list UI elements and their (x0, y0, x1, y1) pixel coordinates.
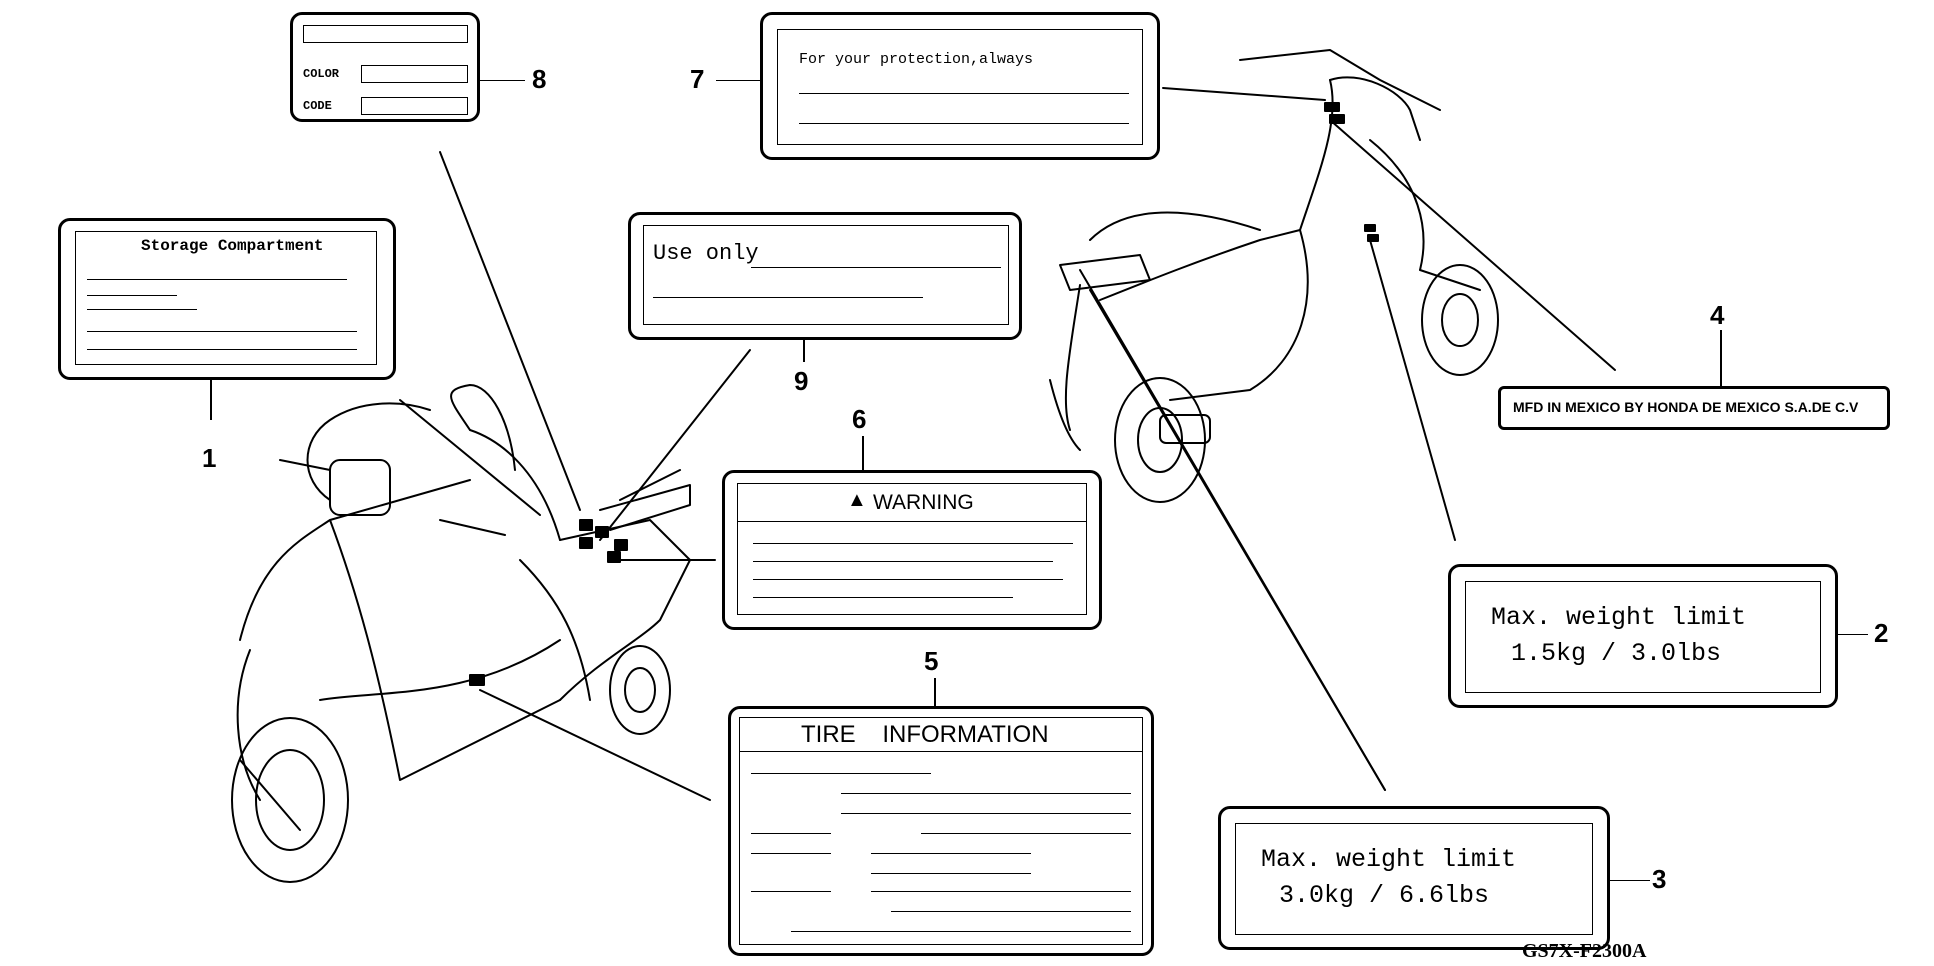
label-5-leader (934, 678, 936, 706)
label-1-inner-border (75, 231, 377, 365)
label-1-number: 1 (202, 443, 217, 473)
leader-line-1-a (399, 399, 541, 516)
label-6-rule (753, 561, 1053, 562)
label-9-rule (653, 297, 923, 298)
label-7-protection: For your protection,always (760, 12, 1160, 160)
label-9-use-only: Use only (628, 212, 1022, 340)
figure-code: GS7X-F2300A (1522, 940, 1647, 962)
label-3-number: 3 (1652, 864, 1667, 894)
label-7-number: 7 (690, 64, 705, 94)
label-7-rule (799, 93, 1129, 94)
label-8-number: 8 (532, 64, 547, 94)
label-9-rule (751, 267, 1001, 268)
label-1-rule (87, 331, 357, 332)
label-3-max-weight-limit: Max. weight limit 3.0kg / 6.6lbs (1218, 806, 1610, 950)
label-6-rule (737, 521, 1087, 522)
label-2-line1: Max. weight limit (1491, 603, 1747, 632)
label-2-line2: 1.5kg / 3.0lbs (1511, 639, 1722, 668)
label-5-rule (921, 833, 1131, 834)
label-7-rule (799, 123, 1129, 124)
label-7-text: For your protection,always (799, 51, 1034, 68)
label-5-rule (871, 873, 1031, 874)
label-1-heading: Storage Compartment (141, 237, 324, 255)
label-1-rule (87, 349, 357, 350)
label-1-storage-compartment: Storage Compartment (58, 218, 396, 380)
label-8-leader (480, 80, 525, 81)
label-5-rule (871, 853, 1031, 854)
label-5-rule (891, 911, 1131, 912)
label-3-line1: Max. weight limit (1261, 845, 1517, 874)
label-5-rule (739, 751, 1143, 752)
label-6-warning: ▲ WARNING (722, 470, 1102, 630)
label-5-rule (791, 931, 1131, 932)
label-5-rule (751, 833, 831, 834)
label-4-manufacturer: MFD IN MEXICO BY HONDA DE MEXICO S.A.DE … (1498, 386, 1890, 430)
label-7-inner-border (777, 29, 1143, 145)
label-6-rule (753, 579, 1063, 580)
label-5-rule (841, 793, 1131, 794)
label-3-inner-border (1235, 823, 1593, 935)
label-5-heading: TIRE INFORMATION (801, 721, 1049, 748)
label-3-line2: 3.0kg / 6.6lbs (1279, 881, 1490, 910)
label-1-rule (87, 295, 177, 296)
label-5-rule (871, 891, 1131, 892)
leader-line-3-b (1079, 269, 1386, 791)
label-8-color-code: COLOR CODE (290, 12, 480, 122)
label-6-number: 6 (852, 404, 867, 434)
leader-line-7 (1162, 87, 1326, 101)
label-8-color-text: COLOR (303, 67, 340, 81)
label-5-rule (751, 891, 831, 892)
label-4-number: 4 (1710, 300, 1725, 330)
label-2-max-weight-limit: Max. weight limit 1.5kg / 3.0lbs (1448, 564, 1838, 708)
label-5-number: 5 (924, 646, 939, 676)
label-7-leader (716, 80, 760, 81)
leader-line-2 (1369, 239, 1456, 541)
scooter-left-illustration (231, 384, 691, 883)
label-9-text: Use only (653, 241, 759, 266)
label-5-inner-border (739, 717, 1143, 945)
label-8-blank-field (303, 25, 468, 43)
label-1-rule (87, 279, 347, 280)
label-8-color-field (361, 65, 468, 83)
label-6-warning-icon: ▲ (847, 489, 867, 511)
label-2-inner-border (1465, 581, 1821, 693)
label-2-leader (1838, 634, 1868, 635)
label-5-rule (751, 773, 931, 774)
label-4-leader (1720, 330, 1722, 386)
label-8-code-text: CODE (303, 99, 332, 113)
label-6-rule (753, 597, 1013, 598)
label-8-code-field (361, 97, 468, 115)
label-1-leader (210, 380, 212, 420)
label-6-heading: WARNING (873, 491, 974, 514)
label-3-leader (1610, 880, 1650, 881)
label-4-text: MFD IN MEXICO BY HONDA DE MEXICO S.A.DE … (1513, 399, 1859, 415)
label-6-leader (862, 436, 864, 470)
scooter-right-illustration (1049, 49, 1499, 503)
label-2-number: 2 (1874, 618, 1889, 648)
label-9-inner-border (643, 225, 1009, 325)
label-5-rule (841, 813, 1131, 814)
leader-line-8 (439, 151, 581, 511)
label-6-rule (753, 543, 1073, 544)
leader-line-9 (599, 349, 751, 541)
label-1-rule (87, 309, 197, 310)
label-5-tire-information: TIRE INFORMATION (728, 706, 1154, 956)
label-5-rule (751, 853, 831, 854)
leader-line-4 (1329, 119, 1616, 371)
label-9-leader (803, 340, 805, 362)
label-6-inner-border (737, 483, 1087, 615)
label-9-number: 9 (794, 366, 809, 396)
leader-line-5 (479, 689, 711, 801)
